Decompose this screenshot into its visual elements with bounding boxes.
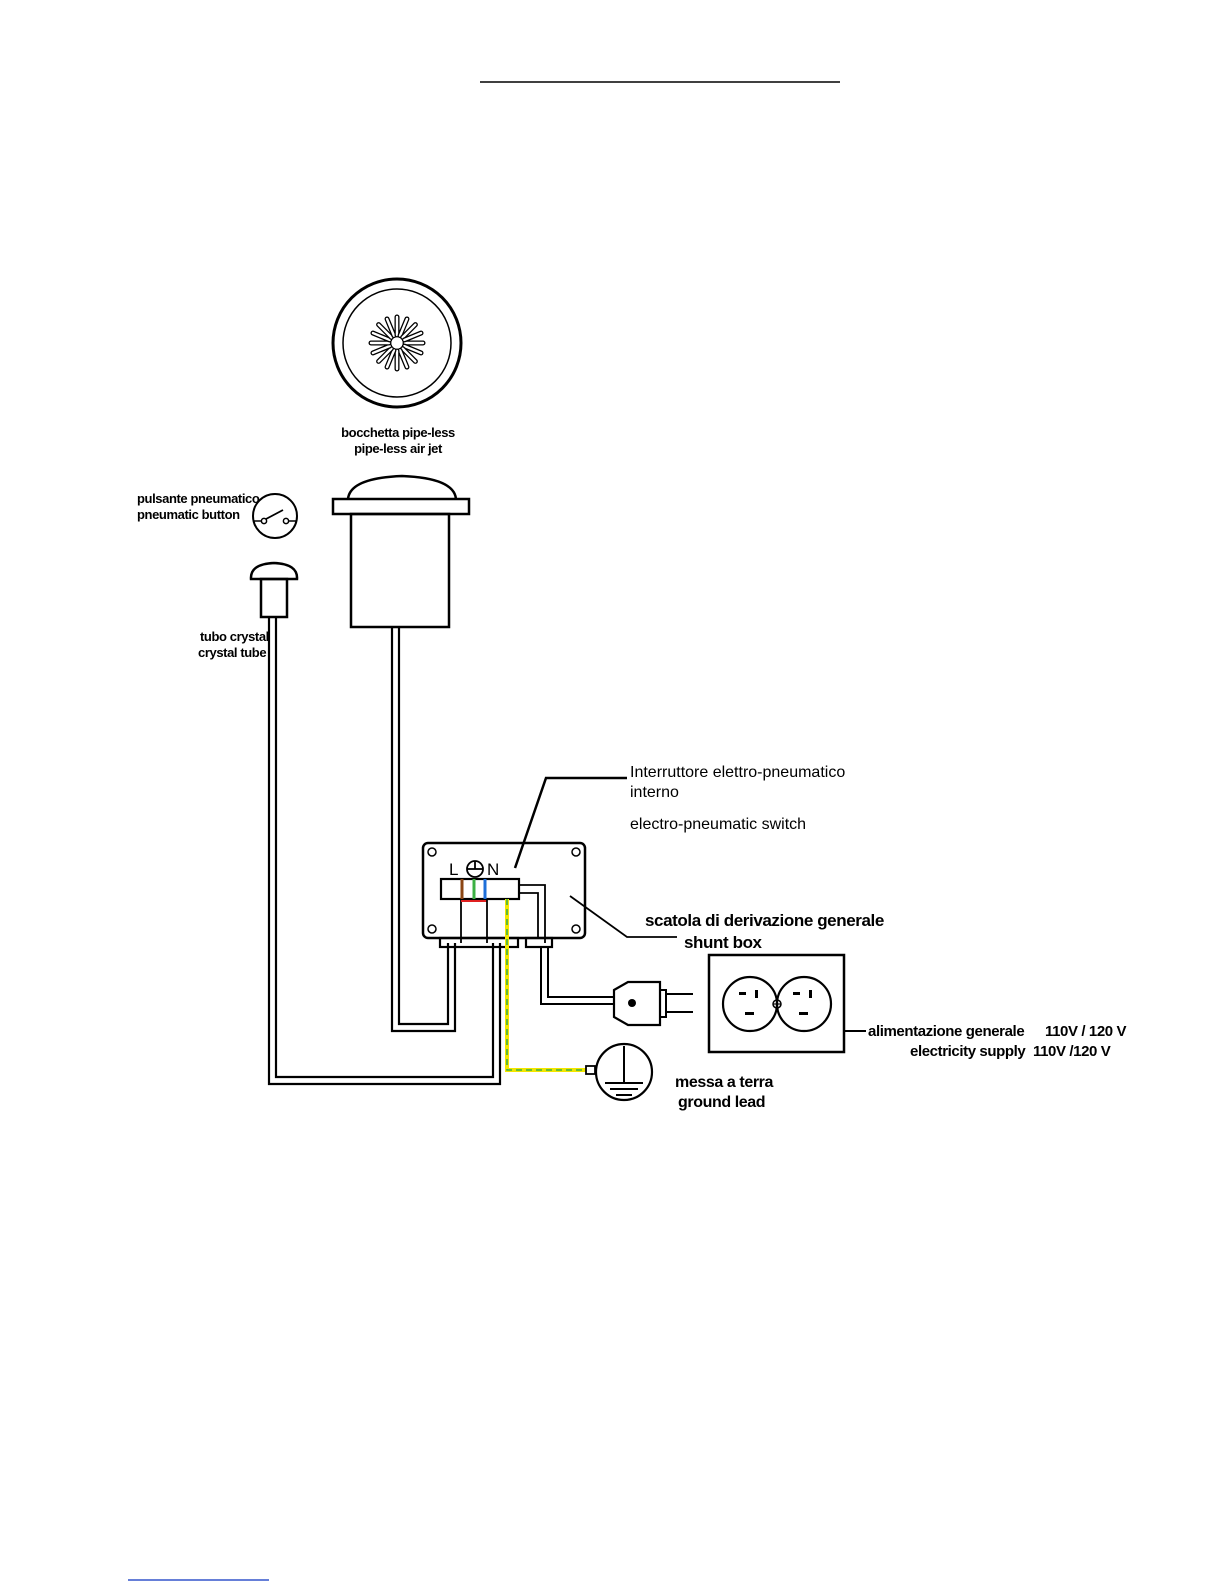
supply-label-it: alimentazione generale: [868, 1023, 1024, 1040]
switch-leader: [513, 776, 627, 869]
switch-symbol-icon: [252, 493, 298, 539]
tube-label-it: tubo crystal: [200, 629, 269, 644]
crystal-tube-air-jet: [390, 627, 457, 1033]
air-jet-top-icon: [331, 277, 463, 409]
shunt-box: L N: [421, 841, 587, 949]
air-jet-side-icon: [331, 474, 471, 629]
button-label-it: pulsante pneumatico: [137, 491, 260, 506]
pneumatic-button-icon: [249, 561, 299, 619]
air-jet-petal-inner: [398, 349, 409, 369]
outlet-icon: [707, 953, 846, 1054]
shunt-leader: [569, 895, 677, 938]
air-jet-label-en: pipe-less air jet: [354, 441, 443, 456]
air-jet-petal-inner: [403, 344, 423, 355]
terminal-n-label: N: [487, 860, 499, 879]
power-cord: [540, 947, 614, 1005]
plug-icon: [612, 980, 693, 1027]
air-jet-petal-inner: [401, 323, 417, 339]
switch-label-it-2: interno: [630, 784, 679, 801]
air-jet-petal-inner: [377, 347, 393, 363]
air-jet-petal-inner: [403, 331, 423, 342]
shunt-label-it: scatola di derivazione generale: [645, 911, 884, 930]
air-jet-petal-inner: [371, 344, 391, 355]
ground-label-en: ground lead: [678, 1094, 765, 1111]
ground-wire: [505, 899, 586, 1072]
tube-label-en: crystal tube: [198, 645, 266, 660]
air-jet-petal-inner: [385, 349, 396, 369]
switch-label-it-1: Interruttore elettro-pneumatico: [630, 764, 845, 781]
crystal-tube-button: [267, 617, 502, 1086]
terminal-l-label: L: [449, 860, 458, 879]
air-jet-petal-inner: [377, 323, 393, 339]
air-jet-petal-inner: [385, 317, 396, 337]
supply-label-en: electricity supply: [910, 1043, 1026, 1060]
supply-voltage-en: 110V /120 V: [1033, 1043, 1111, 1060]
air-jet-petal-inner: [398, 317, 409, 337]
ground-label-it: messa a terra: [675, 1074, 773, 1091]
button-label-en: pneumatic button: [137, 507, 240, 522]
air-jet-petal-inner: [371, 331, 391, 342]
ground-icon: [585, 1042, 654, 1102]
switch-label-en: electro-pneumatic switch: [630, 816, 806, 833]
air-jet-label-it: bocchetta pipe-less: [341, 425, 455, 440]
supply-voltage-it: 110V / 120 V: [1045, 1023, 1127, 1040]
shunt-label-en: shunt box: [684, 933, 763, 952]
earth-terminal-icon: [466, 860, 484, 878]
air-jet-petal-inner: [401, 347, 417, 363]
